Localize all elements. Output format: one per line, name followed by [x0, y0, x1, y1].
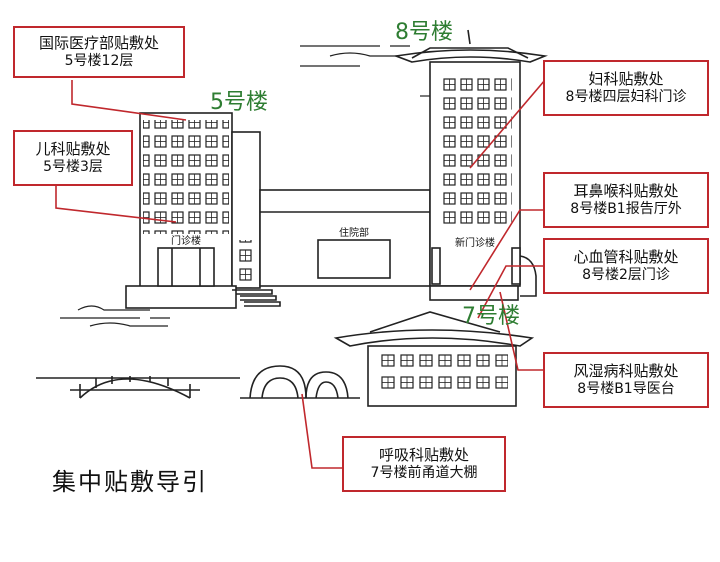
building-8: [392, 29, 548, 301]
callout-name: 风湿病科贴敷处: [573, 361, 679, 380]
leader-lines: [55, 79, 546, 469]
callout-respiratory: 呼吸科贴敷处 7号楼前甬道大棚: [342, 436, 506, 492]
inpatient-corridor: [259, 189, 431, 287]
callout-rheumatology: 风湿病科贴敷处 8号楼B1导医台: [543, 352, 709, 408]
inpatient-sign: 住院部: [339, 226, 369, 239]
building-5: [125, 112, 281, 309]
new-outpatient-sign: 新门诊楼: [455, 236, 495, 249]
callout-name: 耳鼻喉科贴敷处: [573, 181, 679, 200]
building-7-label: 7号楼: [462, 304, 520, 329]
building-7: [333, 311, 535, 407]
callout-location: 8号楼2层门诊: [582, 266, 670, 283]
building-8-label: 8号楼: [395, 20, 453, 45]
callout-location: 5号楼3层: [43, 158, 103, 175]
callout-location: 8号楼B1导医台: [577, 380, 675, 397]
callout-location: 7号楼前甬道大棚: [370, 464, 478, 481]
cloud-decoration: [60, 45, 432, 327]
callout-pediatrics: 儿科贴敷处 5号楼3层: [13, 130, 133, 186]
callout-location: 8号楼B1报告厅外: [570, 200, 682, 217]
outpatient-sign: 门诊楼: [171, 234, 201, 247]
callout-gynecology: 妇科贴敷处 8号楼四层妇科门诊: [543, 60, 709, 116]
bridge-and-tunnel: [36, 365, 360, 399]
callout-name: 儿科贴敷处: [35, 139, 111, 158]
callout-international: 国际医疗部贴敷处 5号楼12层: [13, 26, 185, 78]
callout-location: 5号楼12层: [64, 52, 134, 69]
callout-name: 妇科贴敷处: [588, 69, 664, 88]
page-title: 集中贴敷导引: [52, 468, 208, 496]
callout-name: 呼吸科贴敷处: [378, 445, 469, 464]
callout-name: 国际医疗部贴敷处: [38, 33, 159, 52]
callout-ent: 耳鼻喉科贴敷处 8号楼B1报告厅外: [543, 172, 709, 228]
callout-name: 心血管科贴敷处: [573, 247, 679, 266]
callout-cardio: 心血管科贴敷处 8号楼2层门诊: [543, 238, 709, 294]
building-5-label: 5号楼: [210, 90, 268, 115]
callout-location: 8号楼四层妇科门诊: [565, 88, 687, 105]
